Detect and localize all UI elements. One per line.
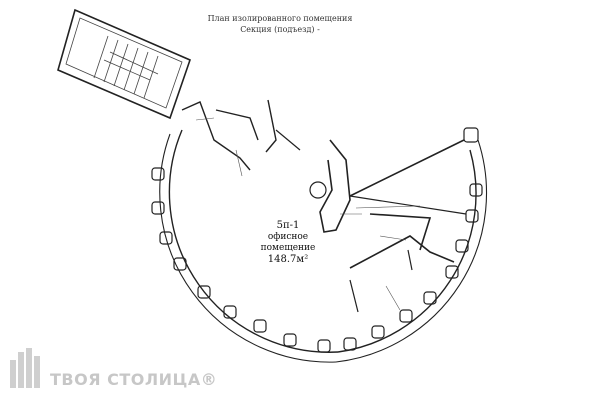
plan-title-line-2: Секция (подъезд) -	[240, 25, 320, 34]
plan-title-line-1: План изолированного помещения	[207, 14, 353, 23]
building-logo-icon	[10, 348, 40, 388]
partition-walls	[181, 99, 467, 313]
room-name-line-1: офисное	[267, 232, 309, 242]
room-name-line-2: помещение	[260, 243, 316, 253]
room-area: 148.7м²	[267, 254, 309, 265]
window-piers	[151, 127, 483, 353]
outer-wall	[159, 129, 488, 363]
room-number: 5п-1	[276, 220, 300, 231]
watermark-text: ТВОЯ СТОЛИЦА®	[50, 369, 218, 389]
watermark: ТВОЯ СТОЛИЦА®	[8, 342, 217, 394]
dimension-marks	[195, 117, 421, 311]
staircase-block	[57, 8, 191, 120]
room-label-office: 5п-1 офисное помещение 148.7м²	[238, 220, 338, 266]
plan-title: План изолированного помещения Секция (по…	[200, 13, 360, 35]
